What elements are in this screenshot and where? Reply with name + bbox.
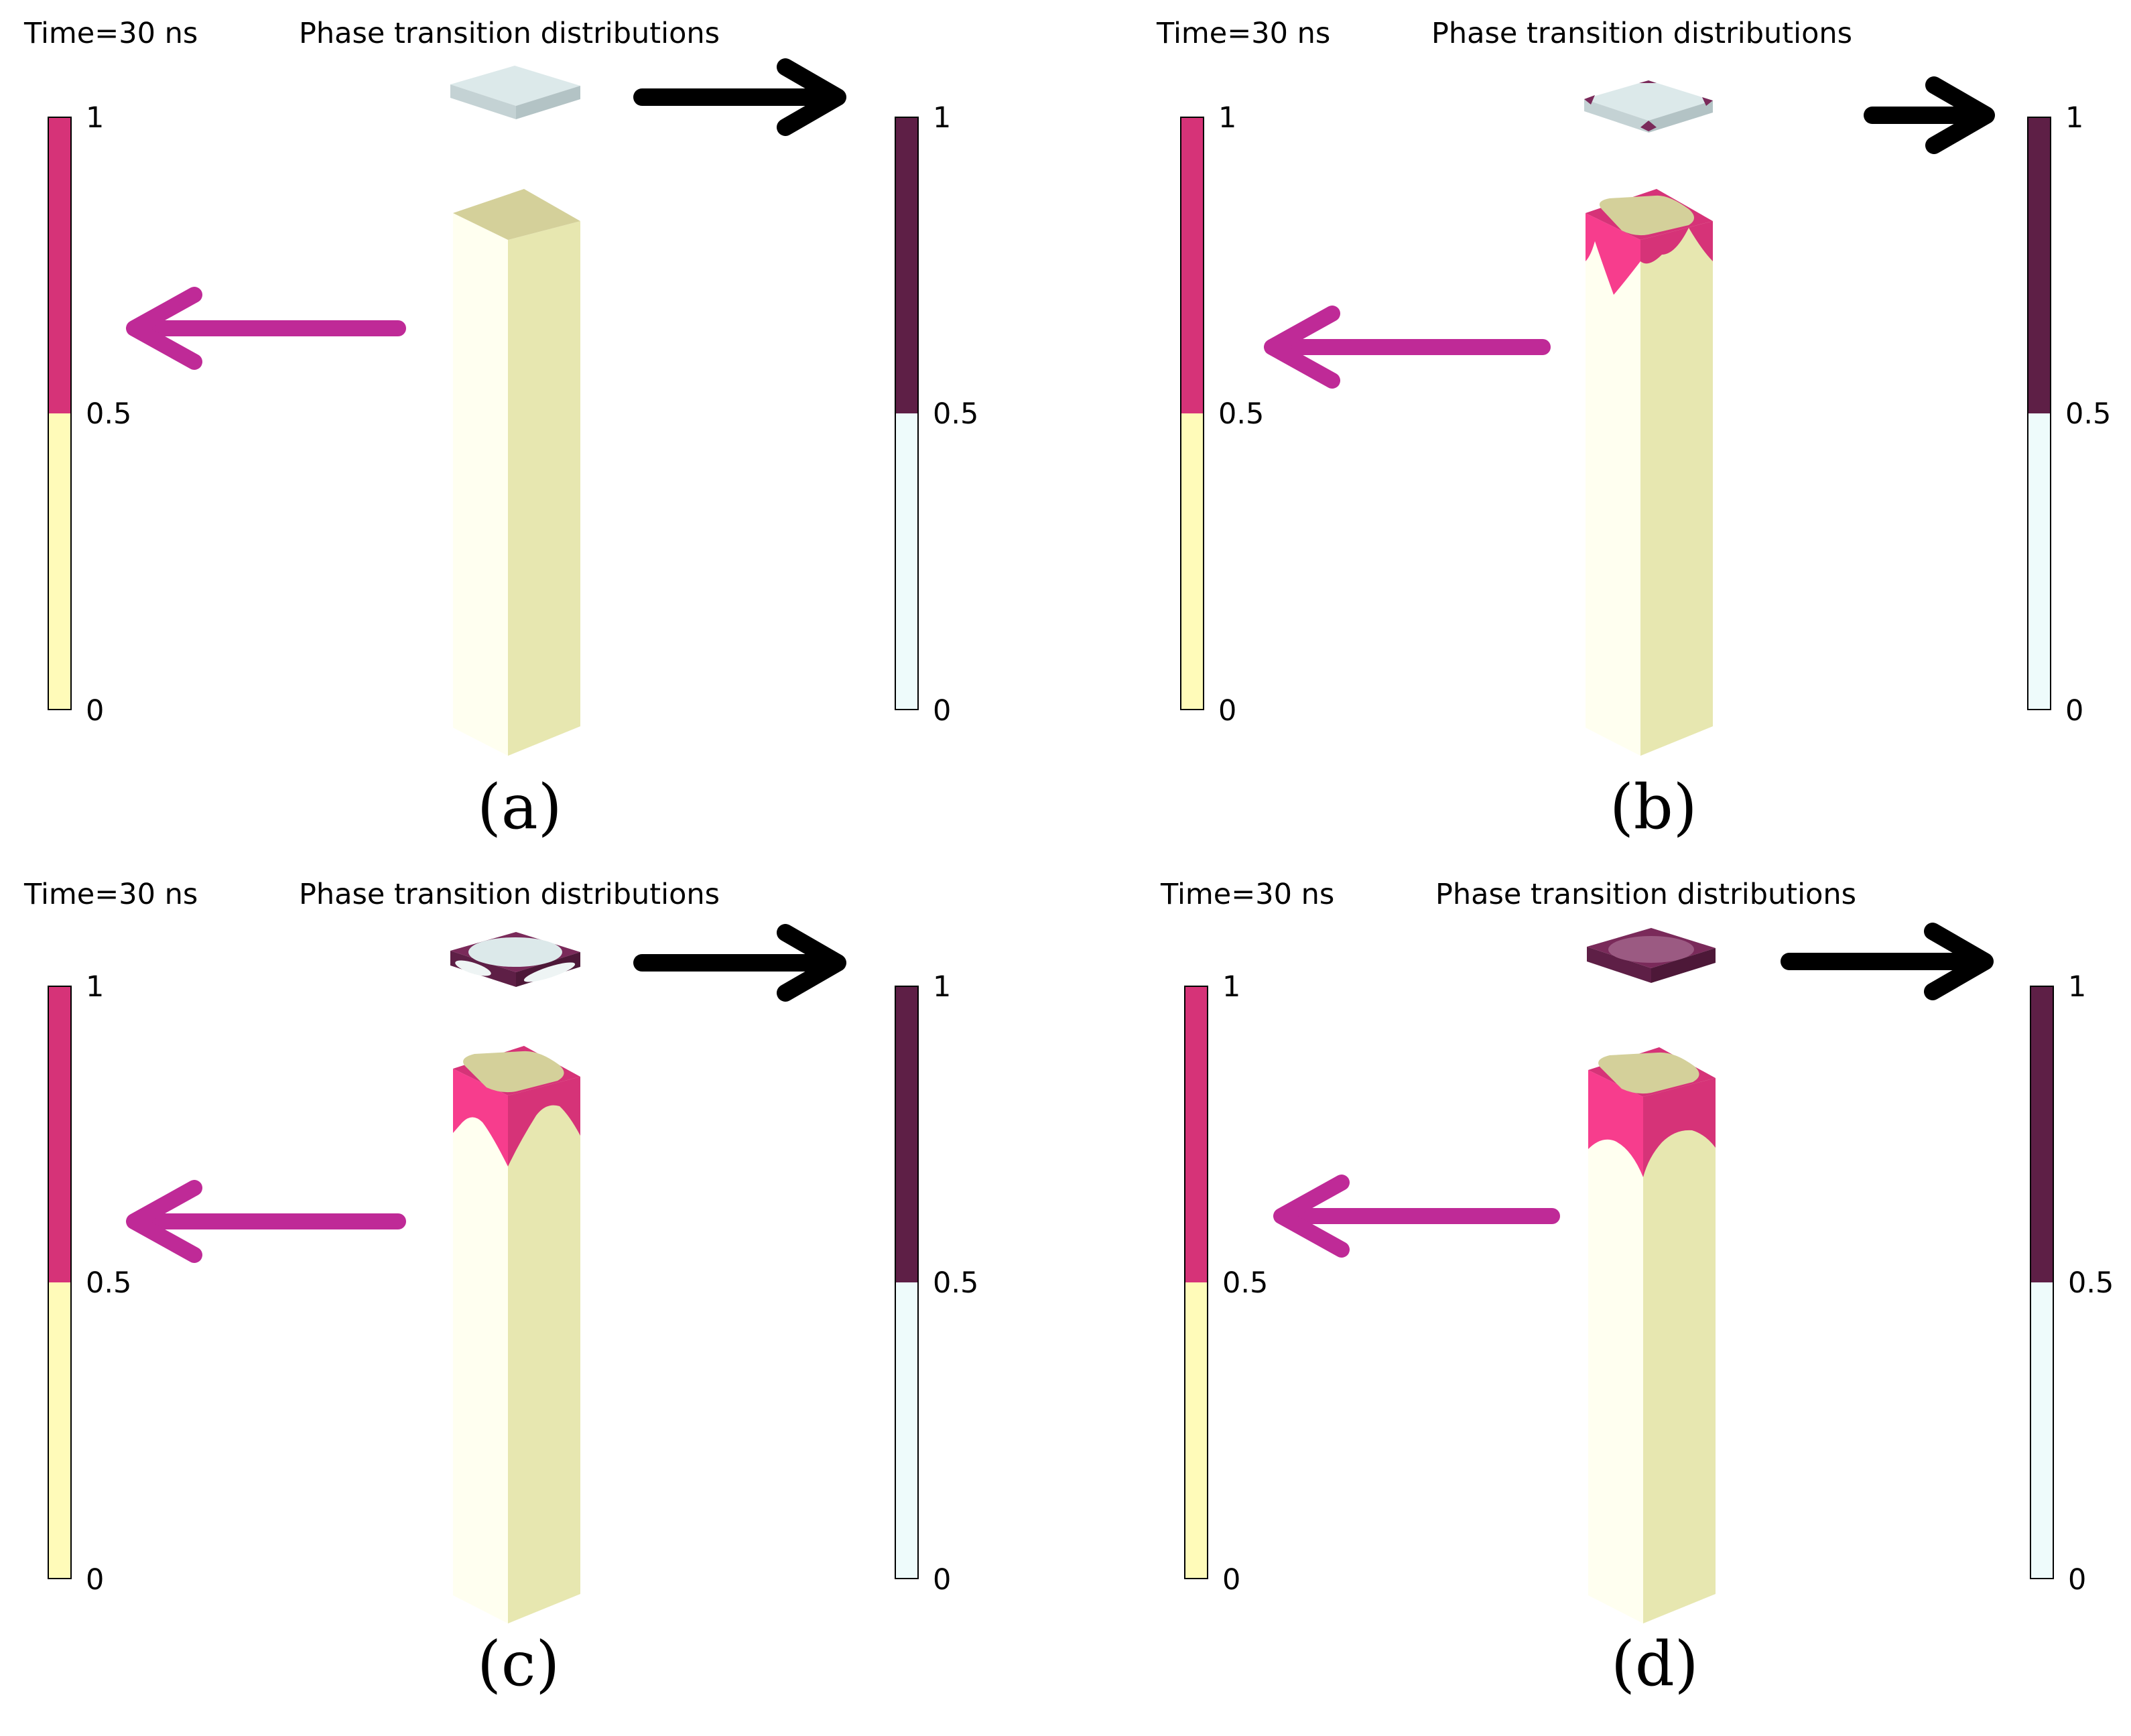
right-colorbar: 1 0.5 0 [2030,970,2114,1597]
left-colorbar: 1 0.5 0 [48,970,131,1597]
tick-label-mid: 0.5 [86,397,131,431]
colorbar-frame [2027,117,2051,710]
left-colorbar: 1 0.5 0 [1180,101,1264,728]
colorbar-top-segment [2030,986,2053,1282]
right-colorbar: 1 0.5 0 [2027,101,2111,728]
tick-label-top: 1 [1222,970,1240,1004]
right-colorbar: 1 0.5 0 [895,101,978,728]
colorbar-top-segment [2028,117,2051,413]
panel-c-svg: Time=30 ns Phase transition distribution… [23,878,978,1700]
colorbar-frame [895,117,919,710]
colorbar-bottom-segment [895,413,918,710]
panel-title: Phase transition distributions [1431,17,1852,50]
panel-title: Phase transition distributions [299,878,720,911]
left-colorbar: 1 0.5 0 [48,101,131,728]
tick-label-top: 1 [86,970,104,1004]
tick-label-bottom: 0 [1218,694,1236,728]
tick-label-bottom: 0 [933,1563,951,1597]
magenta-arrow [126,1180,406,1263]
tick-label-mid: 0.5 [1222,1266,1268,1300]
panel-a: Time=30 ns Phase transition distribution… [0,0,1066,868]
colorbar-top-segment [48,986,71,1282]
colorbar-bottom-segment [2030,1282,2053,1579]
colorbar-top-segment [895,117,918,413]
pillar [1586,189,1713,756]
pillar [453,1046,580,1623]
black-arrow [1864,76,1995,154]
colorbar-frame [2030,986,2054,1579]
tick-label-mid: 0.5 [1218,397,1264,431]
colorbar-bottom-segment [1181,413,1204,710]
panel-d-svg: Time=30 ns Phase transition distribution… [1160,878,2114,1700]
tick-label-mid: 0.5 [2065,397,2111,431]
panel-title: Phase transition distributions [299,17,720,50]
colorbar-frame [1184,986,1208,1579]
tick-label-mid: 0.5 [86,1266,131,1300]
tick-label-bottom: 0 [2068,1563,2086,1597]
colorbar-frame [48,986,72,1579]
right-colorbar: 1 0.5 0 [895,970,978,1597]
panel-caption: (d) [1611,1628,1699,1700]
panel-caption: (c) [477,1628,560,1700]
magenta-arrow [1273,1175,1560,1258]
pillar [1588,1047,1716,1623]
panel-caption: (b) [1610,771,1697,843]
colorbar-frame [48,117,72,710]
tick-label-mid: 0.5 [933,397,978,431]
tick-label-bottom: 0 [86,694,104,728]
black-arrow [1781,923,1994,1000]
tick-label-bottom: 0 [2065,694,2083,728]
panel-a-svg: Time=30 ns Phase transition distribution… [23,17,978,843]
tick-label-mid: 0.5 [2068,1266,2114,1300]
colorbar-frame [895,986,919,1579]
tick-label-top: 1 [2068,970,2086,1004]
tick-label-mid: 0.5 [933,1266,978,1300]
time-label: Time=30 ns [23,878,198,911]
time-label: Time=30 ns [23,17,198,50]
panel-caption: (a) [477,771,562,843]
tick-label-bottom: 0 [933,694,951,728]
colorbar-bottom-segment [48,413,71,710]
colorbar-top-segment [1185,986,1208,1282]
black-arrow [633,58,846,136]
time-label: Time=30 ns [1160,878,1334,911]
pillar [453,189,580,756]
magenta-arrow [1264,306,1551,389]
tick-label-bottom: 0 [86,1563,104,1597]
colorbar-bottom-segment [2028,413,2051,710]
cap-plate [1584,80,1713,133]
panel-title: Phase transition distributions [1435,878,1856,911]
tick-label-top: 1 [86,101,104,135]
colorbar-bottom-segment [1185,1282,1208,1579]
tick-label-bottom: 0 [1222,1563,1240,1597]
time-label: Time=30 ns [1156,17,1330,50]
black-arrow [633,924,846,1002]
tick-label-top: 1 [2065,101,2083,135]
panel-c: Time=30 ns Phase transition distribution… [0,868,1066,1735]
cap-plate [1587,928,1716,983]
magenta-arrow [126,287,406,370]
tick-label-top: 1 [933,970,951,1004]
colorbar-bottom-segment [895,1282,918,1579]
colorbar-top-segment [48,117,71,413]
panel-d: Time=30 ns Phase transition distribution… [1133,868,2131,1735]
left-colorbar: 1 0.5 0 [1184,970,1268,1597]
cap-plate [450,932,580,987]
colorbar-top-segment [895,986,918,1282]
colorbar-top-segment [1181,117,1204,413]
cap-plate [450,66,580,119]
tick-label-top: 1 [1218,101,1236,135]
colorbar-frame [1180,117,1204,710]
panel-b: Time=30 ns Phase transition distribution… [1133,0,2131,868]
tick-label-top: 1 [933,101,951,135]
panel-b-svg: Time=30 ns Phase transition distribution… [1156,17,2111,843]
colorbar-bottom-segment [48,1282,71,1579]
